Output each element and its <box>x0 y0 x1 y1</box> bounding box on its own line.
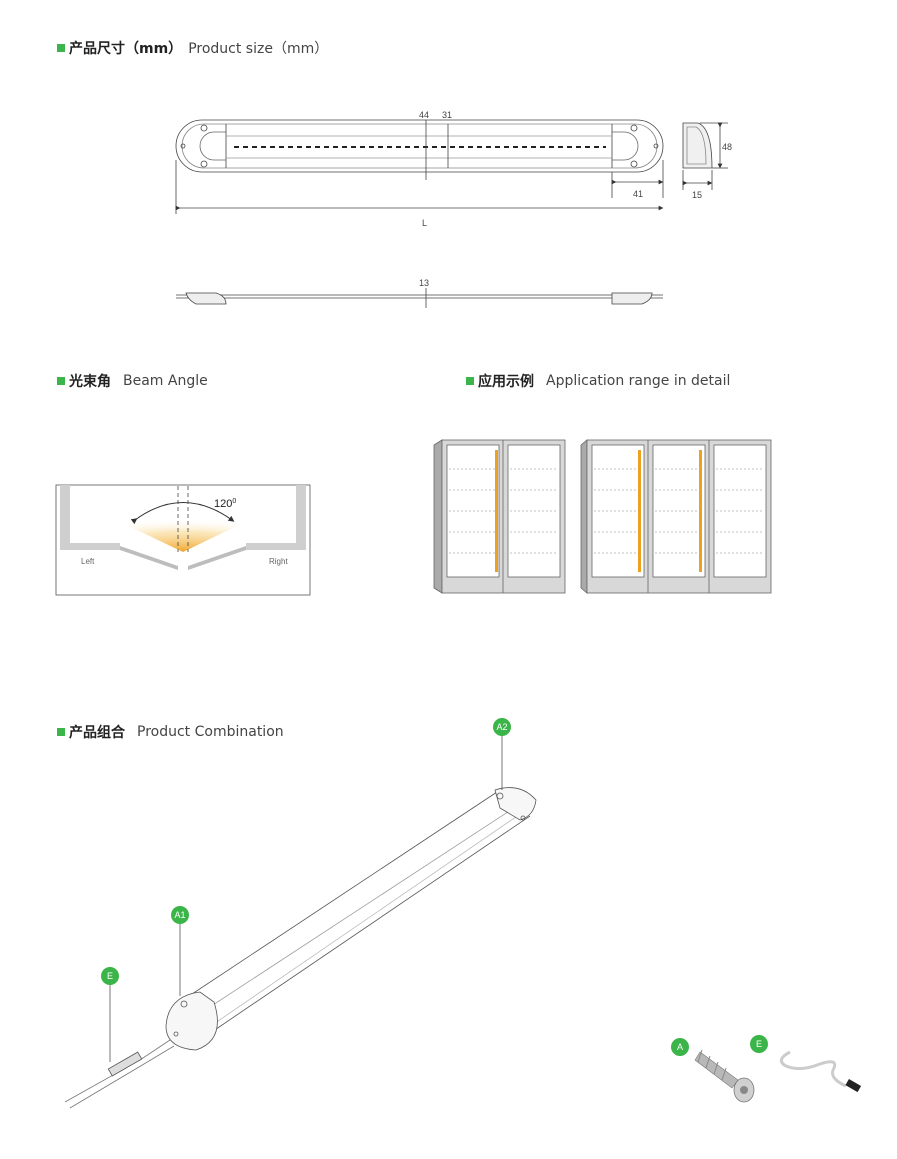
combination-light-bar <box>64 735 537 1109</box>
top-view-drawing <box>175 119 664 214</box>
section-title-cn: 应用示例 <box>478 374 534 390</box>
section-title-cn: 光束角 <box>69 374 111 390</box>
side-profile-drawing <box>682 122 728 190</box>
section-title-cn: 产品尺寸（mm） <box>69 41 183 57</box>
dim-48-label: 48 <box>722 142 732 152</box>
bullet-square-icon <box>57 377 65 385</box>
badge-a: A <box>671 1038 689 1056</box>
beam-angle-number: 120 <box>214 498 232 510</box>
dim-44-label: 44 <box>419 110 429 120</box>
beam-angle-degree: 0 <box>232 498 236 505</box>
section-title-cn: 产品组合 <box>69 725 125 741</box>
badge-e2-label: E <box>756 1039 762 1049</box>
screw-illustration <box>694 1049 755 1103</box>
bullet-square-icon <box>57 44 65 52</box>
section-title-beam: 光束角 Beam Angle <box>57 371 208 391</box>
section-title-en: Product Combination <box>137 724 284 740</box>
badge-e: E <box>101 967 119 985</box>
dim-41-label: 41 <box>633 189 643 199</box>
badge-e2: E <box>750 1035 768 1053</box>
cable-illustration <box>779 1050 862 1093</box>
dim-length-label: L <box>422 218 427 228</box>
badge-e-label: E <box>107 971 113 981</box>
bullet-square-icon <box>466 377 474 385</box>
section-title-size: 产品尺寸（mm） Product size（mm） <box>57 38 328 58</box>
badge-a2: A2 <box>493 718 511 736</box>
dim-31-label: 31 <box>442 110 452 120</box>
section-title-en: Product size（mm） <box>188 41 329 57</box>
badge-a2-label: A2 <box>496 722 507 732</box>
section-title-en: Beam Angle <box>123 373 208 389</box>
side-view-drawing <box>176 288 663 308</box>
section-title-application: 应用示例 Application range in detail <box>466 371 730 391</box>
badge-a-label: A <box>677 1042 683 1052</box>
section-title-combination: 产品组合 Product Combination <box>57 722 284 742</box>
badge-a1: A1 <box>171 906 189 924</box>
beam-right-label: Right <box>269 557 288 566</box>
section-title-en: Application range in detail <box>546 373 731 389</box>
dim-13-label: 13 <box>419 278 429 288</box>
beam-angle-diagram <box>55 484 311 596</box>
application-cabinets-illustration <box>433 439 772 594</box>
badge-a1-label: A1 <box>174 910 185 920</box>
dim-15-label: 15 <box>692 190 702 200</box>
beam-left-label: Left <box>81 557 95 566</box>
beam-angle-value: 1200 <box>214 498 236 510</box>
bullet-square-icon <box>57 728 65 736</box>
